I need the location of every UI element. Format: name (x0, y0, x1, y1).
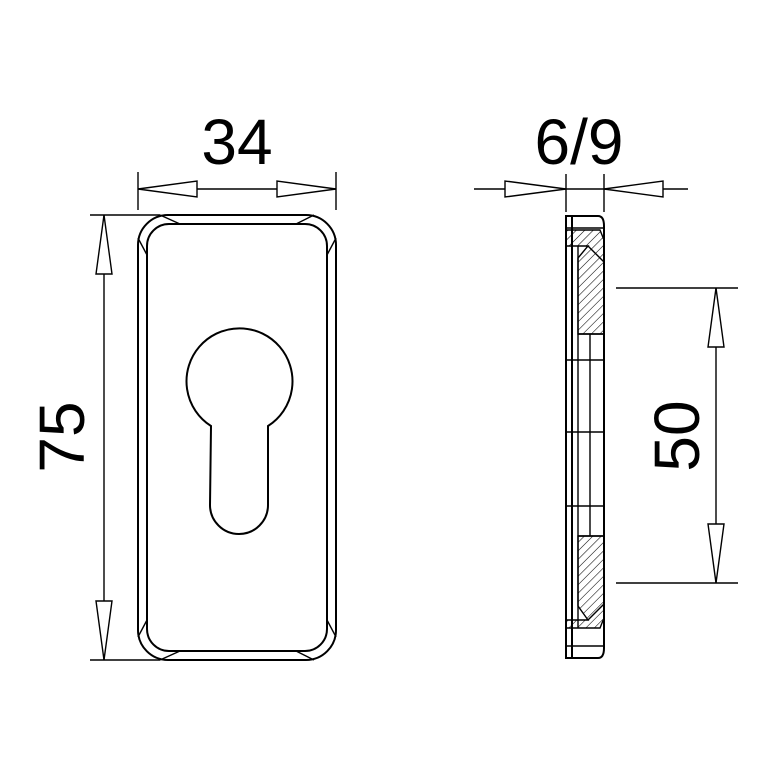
thickness-arrow-left (504, 180, 567, 198)
width-arrow-right (276, 180, 337, 198)
keyhole-cutout (185, 327, 294, 535)
height-dimension-label: 75 (26, 401, 98, 472)
escutcheon-outer-outline (137, 214, 337, 661)
width-dimension-label: 34 (201, 106, 272, 178)
height-dimension: 75 (26, 214, 160, 661)
height-arrow-bottom (95, 600, 113, 661)
hole-spacing-dimension: 50 (616, 287, 738, 584)
thickness-arrow-right (603, 180, 664, 198)
spacing-arrow-top (707, 287, 725, 348)
width-dimension: 34 (137, 106, 337, 210)
thickness-dimension-label: 6/9 (535, 106, 624, 178)
side-profile-details (566, 227, 605, 647)
width-arrow-left (137, 180, 198, 198)
corner-ticks (137, 214, 337, 661)
height-arrow-top (95, 214, 113, 275)
front-view (137, 214, 337, 661)
side-profile-outline (565, 215, 605, 659)
escutcheon-inner-outline (146, 223, 328, 652)
thickness-dimension: 6/9 (474, 106, 688, 212)
spacing-arrow-bottom (707, 523, 725, 584)
side-view (565, 215, 605, 659)
hole-spacing-dimension-label: 50 (641, 400, 713, 471)
